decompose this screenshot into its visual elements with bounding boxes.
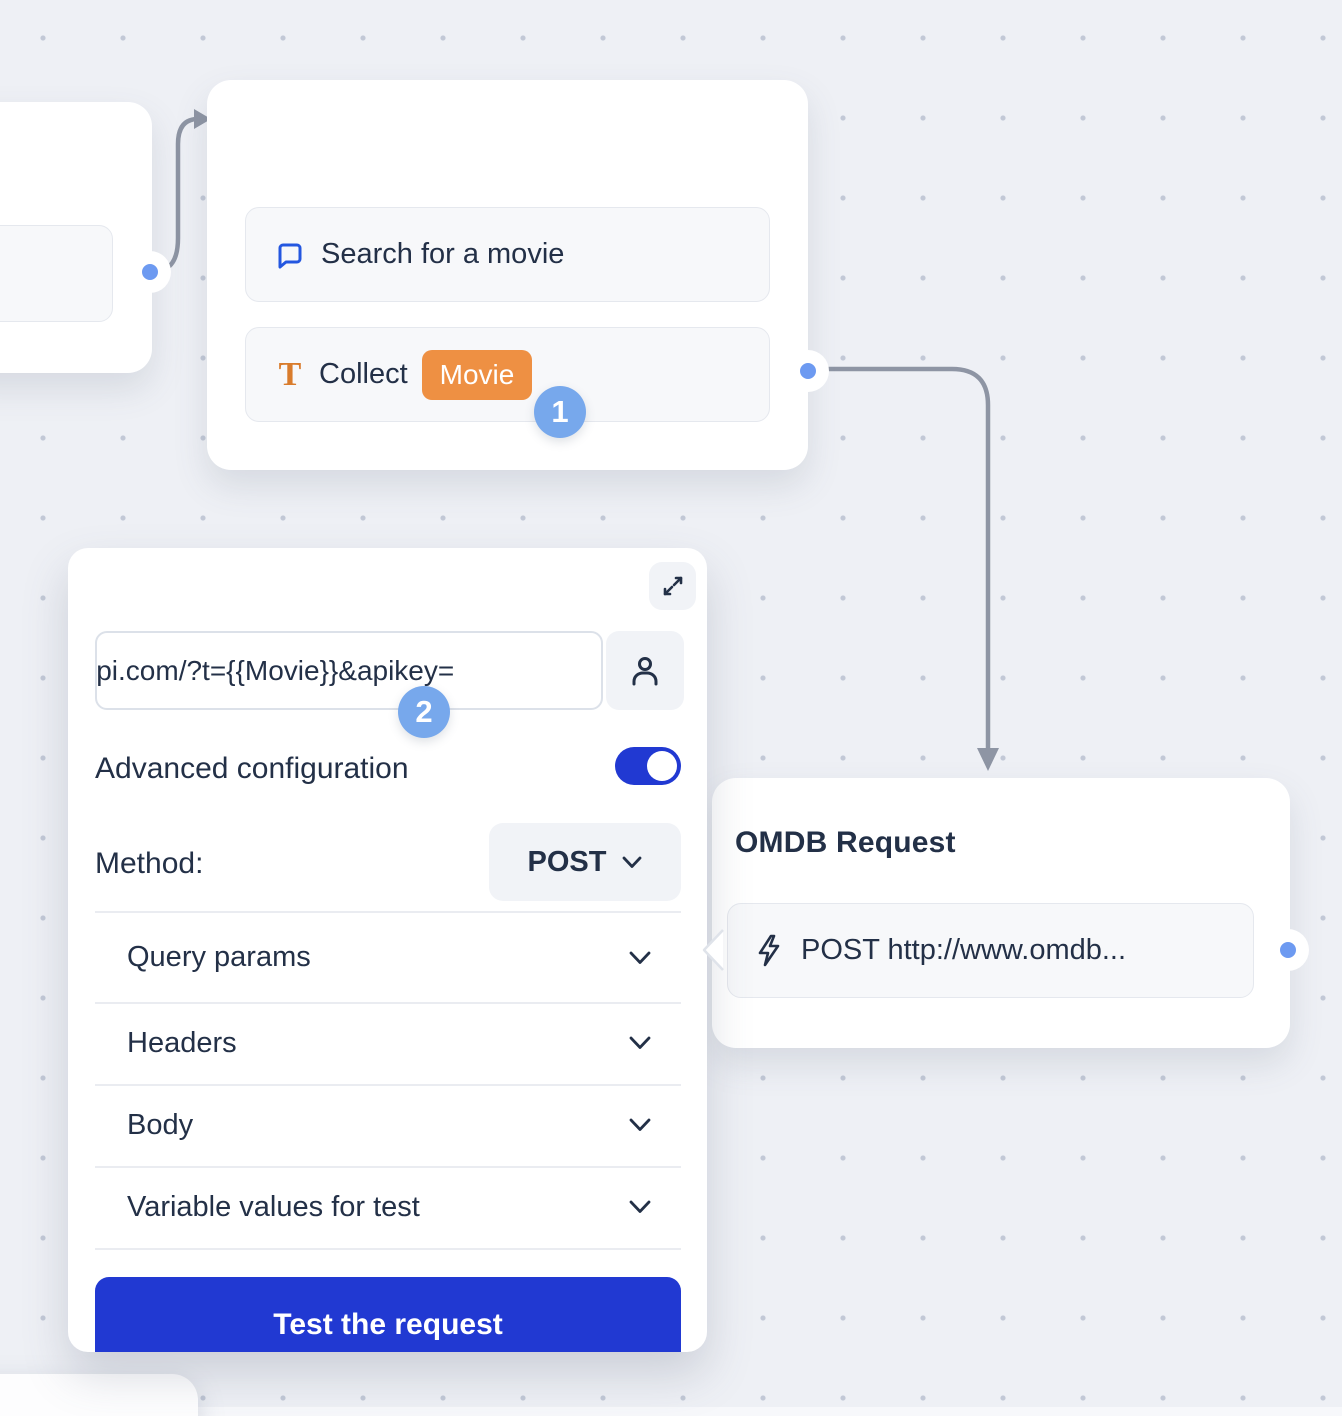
divider <box>95 1166 681 1168</box>
divider <box>95 911 681 913</box>
expand-button[interactable] <box>649 562 696 610</box>
section-variable-values[interactable]: Variable values for test <box>127 1166 651 1248</box>
omdb-request-title: OMDB Request <box>735 826 956 859</box>
divider <box>95 1248 681 1250</box>
omdb-request-node[interactable]: OMDB Request POST http://www.omdb... <box>712 778 1290 1048</box>
collect-block[interactable]: T Collect Movie <box>245 327 770 422</box>
port-ring-icon <box>800 363 816 379</box>
collect-block-label: Collect <box>319 358 408 390</box>
connector-into-movie-search <box>149 116 201 275</box>
connector-movie-to-omdb <box>815 366 991 753</box>
movie-search-node[interactable]: Movie search Search for a movie T Collec… <box>207 80 808 470</box>
port-ring-icon <box>1280 942 1296 958</box>
section-label: Variable values for test <box>127 1190 420 1223</box>
output-port-omdb[interactable] <box>1267 929 1309 971</box>
toggle-knob <box>647 751 677 781</box>
chevron-down-icon <box>623 856 642 868</box>
section-query-params[interactable]: Query params <box>127 913 651 1002</box>
expand-icon <box>663 576 682 596</box>
test-request-button[interactable]: Test the request <box>95 1277 681 1352</box>
message-block-label: Search for a movie <box>321 238 565 270</box>
section-label: Body <box>127 1108 194 1141</box>
method-value: POST <box>527 845 607 878</box>
port-ring-icon <box>142 264 158 280</box>
insert-variable-button[interactable] <box>606 631 684 710</box>
arrowhead-right-icon <box>194 109 211 129</box>
variable-tag-movie[interactable]: Movie <box>421 349 533 400</box>
output-port-partial-node[interactable] <box>129 251 171 293</box>
partial-bottom-card[interactable] <box>0 1374 198 1416</box>
advanced-configuration-toggle[interactable] <box>615 747 681 785</box>
section-body[interactable]: Body <box>127 1084 651 1166</box>
webhook-config-panel[interactable]: ipi.com/?t={{Movie}}&apikey= Advanced co… <box>68 548 707 1352</box>
chevron-down-icon <box>629 1118 651 1131</box>
section-label: Query params <box>127 941 311 973</box>
lightning-icon <box>758 934 780 967</box>
webhook-url-value: ipi.com/?t={{Movie}}&apikey= <box>95 654 455 686</box>
chat-bubble-icon <box>278 243 302 268</box>
chevron-down-icon <box>629 951 651 964</box>
arrowhead-down-icon <box>977 748 999 771</box>
bottom-panel-edge <box>0 1407 1342 1416</box>
output-port-movie-search[interactable] <box>787 350 829 392</box>
method-label: Method: <box>95 847 204 880</box>
method-dropdown[interactable]: POST <box>489 823 681 901</box>
section-headers[interactable]: Headers <box>127 1002 651 1084</box>
divider <box>95 1002 681 1004</box>
step-badge-2: 2 <box>398 686 450 738</box>
chevron-down-icon <box>629 1036 651 1049</box>
input-port-notch-icon <box>702 929 724 971</box>
step-badge-1: 1 <box>534 386 586 438</box>
message-block[interactable]: Search for a movie <box>245 207 770 302</box>
divider <box>95 1084 681 1086</box>
section-label: Headers <box>127 1026 237 1059</box>
request-block-label: POST http://www.omdb... <box>801 934 1127 966</box>
chevron-down-icon <box>629 1200 651 1213</box>
user-icon <box>632 656 658 685</box>
advanced-configuration-label: Advanced configuration <box>95 752 409 785</box>
partial-node-block[interactable] <box>0 225 113 322</box>
text-collect-icon: T <box>278 355 302 393</box>
webhook-url-input[interactable]: ipi.com/?t={{Movie}}&apikey= <box>95 631 603 710</box>
webhook-request-block[interactable]: POST http://www.omdb... <box>727 903 1254 998</box>
